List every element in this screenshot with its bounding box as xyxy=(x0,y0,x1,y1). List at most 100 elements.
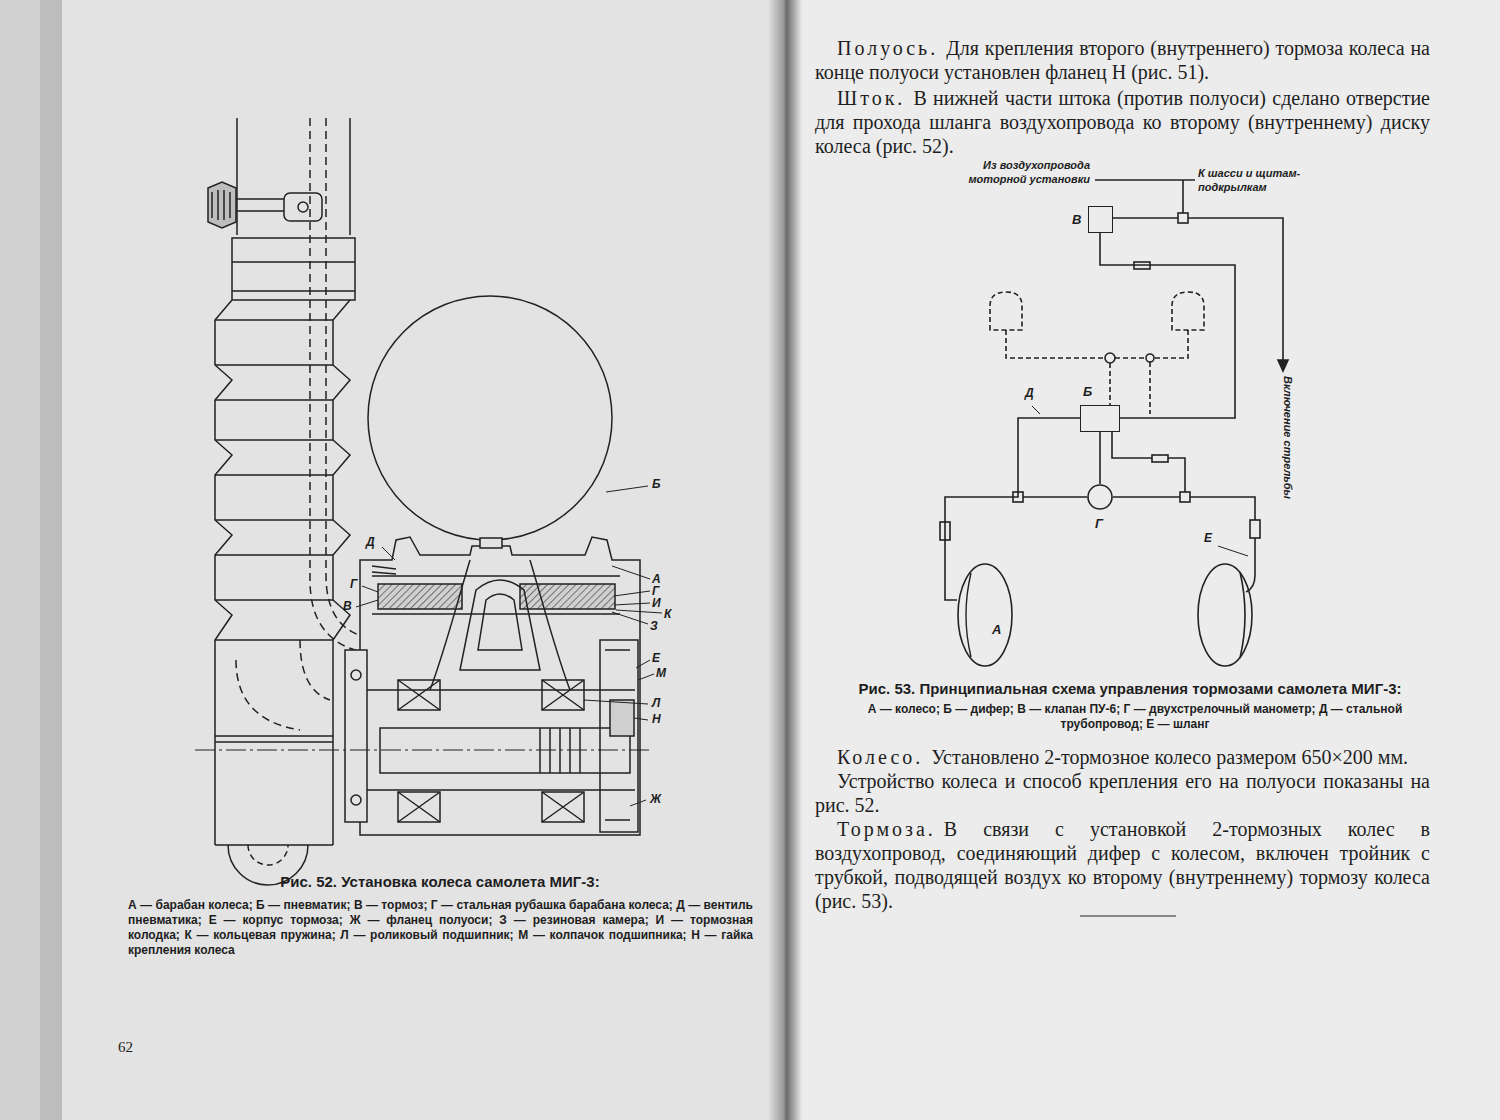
paper-part xyxy=(790,0,1500,1120)
paragraph: Полуось.Для крепления второго (внутренне… xyxy=(815,36,1430,84)
figure-caption: Рис. 52. Установка колеса самолета МИГ-3… xyxy=(130,872,750,891)
wheel-installation-drawing-part xyxy=(298,202,308,212)
wheel-installation-drawing-part xyxy=(542,792,584,822)
wheel-installation-drawing-part xyxy=(284,193,322,221)
callout-letter: Л xyxy=(652,697,668,710)
wheel-installation-drawing-part xyxy=(236,640,330,730)
wheel-outline xyxy=(957,563,1013,667)
text-run: Д xyxy=(1025,386,1034,400)
paper-part xyxy=(768,0,802,1120)
wheel-installation-drawing-part xyxy=(398,680,440,710)
text-run: Включение стрельбы xyxy=(1282,376,1294,499)
section-heading: Тормоза. xyxy=(837,818,936,840)
wheel-installation-drawing-part xyxy=(542,680,584,710)
text-run: М xyxy=(656,666,666,680)
callout-letter: Д xyxy=(366,536,382,549)
callout-letter: В xyxy=(343,600,359,613)
paragraph: Устройство колеса и способ крепления его… xyxy=(815,769,1430,817)
text-run: Е xyxy=(1204,531,1212,545)
wheel-installation-drawing-part xyxy=(398,792,440,822)
brake-control-scheme-part xyxy=(990,292,1204,330)
pressure-gauge: Г xyxy=(1087,484,1113,532)
pipe-source-note: Из воздухопровода моторной установки xyxy=(930,158,1090,186)
wheel-installation-drawing-part xyxy=(460,580,540,670)
wheel-installation-drawing-part xyxy=(378,584,462,609)
wheel-installation-drawing-part xyxy=(248,845,288,865)
callout-letter: К xyxy=(664,608,680,621)
callout-letter: Д xyxy=(1025,387,1045,400)
brake-control-scheme-part xyxy=(1095,180,1283,362)
text-run: К xyxy=(664,607,671,621)
brake-control-scheme-part xyxy=(1105,353,1115,363)
paragraph: Колесо.Установлено 2-тормозное колесо ра… xyxy=(815,745,1430,769)
wheel-installation-drawing-part xyxy=(310,118,362,652)
valve-box: В xyxy=(1088,206,1113,233)
text-run: А — колесо; Б — дифер; В — клапан ПУ-6; … xyxy=(868,702,1403,731)
callout-letter: Ж xyxy=(650,793,666,806)
brake-control-scheme-part xyxy=(1250,520,1260,538)
brake-control-scheme-part xyxy=(1180,492,1190,502)
text-run: В нижней части штока (против полуоси) сд… xyxy=(815,87,1430,157)
wheel-installation-drawing-part xyxy=(215,300,232,845)
callout-letter: З xyxy=(650,620,666,633)
text-run: И xyxy=(652,596,661,610)
callout-letter: Г xyxy=(350,578,366,591)
paper-part xyxy=(62,0,784,1120)
wheel-installation-drawing-part xyxy=(351,795,361,805)
paragraph: Тормоза.В связи с установкой 2-тормозных… xyxy=(815,817,1430,913)
wheel-installation-drawing-part xyxy=(208,182,236,228)
wheel-installation-drawing-part xyxy=(520,584,615,609)
node-letter: Б xyxy=(1083,385,1092,399)
brake-control-scheme-part xyxy=(1080,915,1176,916)
wheel-installation-drawing-part xyxy=(237,118,350,235)
callout-letter: М xyxy=(656,667,672,680)
text-run: Д xyxy=(366,535,375,549)
wheel-installation-drawing-part xyxy=(430,560,570,690)
text-run: Установлено 2-тормозное колесо размером … xyxy=(931,746,1408,768)
wheel-installation-drawing-part xyxy=(215,736,333,845)
figure-caption: Рис. 53. Принципиальная схема управления… xyxy=(830,679,1430,698)
callout-letter: Б xyxy=(652,478,668,491)
tyre xyxy=(958,564,1012,666)
brake-control-scheme-part xyxy=(1152,455,1168,462)
text-run: Рис. 52. Установка колеса самолета МИГ-3… xyxy=(280,873,599,890)
callout-letter: Н xyxy=(652,713,668,726)
section-heading: Полуось. xyxy=(837,37,938,59)
text-run: А xyxy=(652,572,661,586)
pipe-connector xyxy=(945,418,1080,600)
wheel-installation-drawing-part xyxy=(398,792,440,822)
brake-control-scheme-part xyxy=(1006,330,1188,405)
wheel-installation-drawing-part xyxy=(195,750,650,751)
wheel-installation-drawing-part xyxy=(605,650,630,820)
brake-control-scheme-part xyxy=(1198,564,1252,666)
text-run: Н xyxy=(652,712,661,726)
figure-legend: А — барабан колеса; Б — пневматик; В — т… xyxy=(128,898,753,958)
brake-control-scheme-part xyxy=(1218,546,1248,556)
brake-control-scheme xyxy=(940,180,1288,916)
brake-control-scheme-part xyxy=(1178,213,1188,223)
wheel-installation-drawing-part xyxy=(478,594,522,650)
text-run: Е xyxy=(652,651,660,665)
text-run: Г xyxy=(350,577,357,591)
differential-box: Б xyxy=(1080,405,1120,432)
wheel-installation-drawing-part xyxy=(600,640,638,832)
brake-control-scheme-part xyxy=(1240,572,1245,658)
text-run: В xyxy=(343,599,352,613)
wheel-installation-drawing-part xyxy=(236,199,284,211)
gauge-dial xyxy=(1088,485,1112,509)
callout-letter: Е xyxy=(1204,532,1224,545)
text-run: Устройство колеса и способ крепления его… xyxy=(815,770,1430,816)
text-run: Рис. 53. Принципиальная схема управления… xyxy=(859,680,1402,697)
wheel-installation-drawing-part xyxy=(610,700,634,736)
wheel-installation-drawing-part xyxy=(480,538,502,548)
node-letter: А xyxy=(992,623,1001,637)
brake-control-scheme-part xyxy=(1032,406,1040,414)
text-run: Л xyxy=(652,696,660,710)
wheel-installation-drawing xyxy=(195,118,662,885)
text-run: К шасси и щитам-подкрылкам xyxy=(1198,167,1300,193)
pipe-destination-note: К шасси и щитам-подкрылкам xyxy=(1198,166,1328,194)
wheel-installation-drawing-part xyxy=(215,320,333,640)
